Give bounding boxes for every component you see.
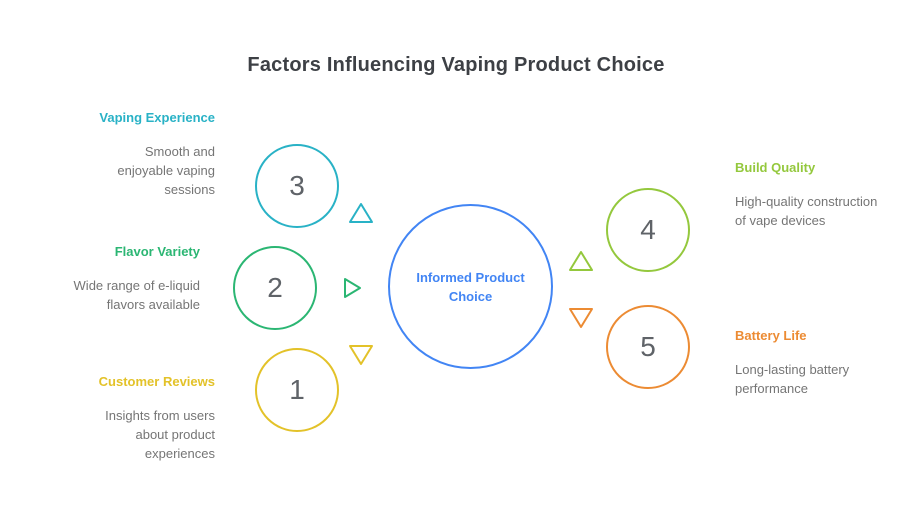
factor-4-number: 4 — [640, 214, 656, 245]
factor-flavor-variety-description: Wide range of e-liquid flavors available — [73, 278, 200, 312]
factor-battery-life-text: Battery Life Long-lasting battery perfor… — [735, 328, 887, 398]
factor-vaping-experience-description: Smooth and enjoyable vaping sessions — [117, 144, 215, 197]
factor-1-number: 1 — [289, 374, 305, 405]
factor-3-number: 3 — [289, 170, 305, 201]
triangle-up-icon — [349, 203, 373, 223]
triangle-down-shape — [349, 345, 373, 365]
factor-vaping-experience-text: Vaping Experience Smooth and enjoyable v… — [95, 110, 215, 199]
factor-customer-reviews-description: Insights from users about product experi… — [105, 408, 215, 461]
factor-battery-life-label: Battery Life — [735, 328, 807, 343]
factor-5-circle: 5 — [606, 305, 690, 389]
triangle-right-icon — [344, 278, 361, 298]
factor-3-circle: 3 — [255, 144, 339, 228]
factor-customer-reviews-label: Customer Reviews — [98, 374, 215, 389]
triangle-down-icon — [349, 345, 373, 365]
factor-flavor-variety-text: Flavor Variety Wide range of e-liquid fl… — [68, 244, 200, 314]
triangle-up-shape — [349, 203, 373, 223]
triangle-down-icon — [569, 308, 593, 328]
factor-2-circle: 2 — [233, 246, 317, 330]
factor-flavor-variety-label: Flavor Variety — [114, 244, 200, 259]
triangle-down-shape — [569, 308, 593, 328]
factor-1-circle: 1 — [255, 348, 339, 432]
triangle-right-shape — [344, 278, 361, 298]
factor-battery-life-description: Long-lasting battery performance — [735, 362, 850, 396]
factor-4-circle: 4 — [606, 188, 690, 272]
factor-customer-reviews-text: Customer Reviews Insights from users abo… — [75, 374, 215, 463]
factor-vaping-experience-label: Vaping Experience — [99, 110, 215, 125]
triangle-up-shape — [569, 251, 593, 271]
diagram-title: Factors Influencing Vaping Product Choic… — [247, 54, 665, 76]
factor-build-quality-description: High-quality construction of vape device… — [735, 194, 878, 228]
factor-2-number: 2 — [267, 272, 283, 303]
factor-5-number: 5 — [640, 331, 656, 362]
factor-build-quality-label: Build Quality — [735, 160, 816, 175]
triangle-up-icon — [569, 251, 593, 271]
center-circle: Informed Product Choice — [388, 204, 553, 369]
factor-build-quality-text: Build Quality High-quality construction … — [735, 160, 885, 230]
center-label: Informed Product Choice — [416, 269, 525, 304]
